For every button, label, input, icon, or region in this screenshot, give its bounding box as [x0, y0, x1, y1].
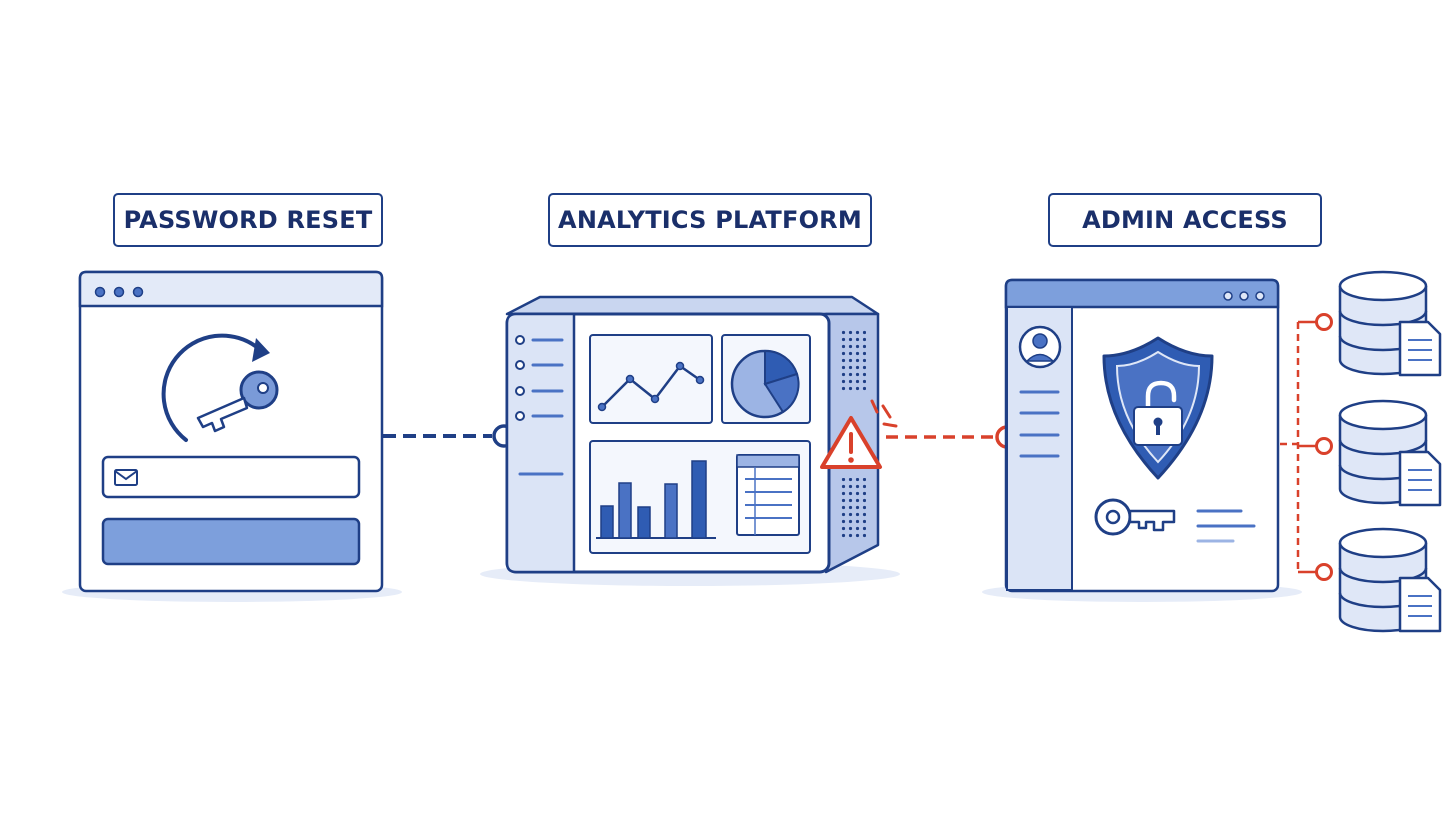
server-top-face — [505, 295, 880, 316]
window-titlebar — [78, 270, 384, 308]
connector-reset-to-analytics — [383, 424, 516, 448]
connector-node — [1315, 563, 1333, 581]
server-sidebar — [505, 312, 576, 574]
pie-chart-icon — [721, 334, 811, 424]
email-input[interactable] — [101, 455, 361, 499]
window-titlebar — [1004, 278, 1280, 309]
connector-admin-to-databases — [1280, 313, 1333, 581]
vent-grille — [840, 330, 866, 392]
warning-icon — [820, 399, 898, 469]
reset-arrow-icon — [161, 333, 270, 442]
window-controls-icon — [1223, 291, 1265, 301]
mail-icon — [114, 469, 138, 486]
analytics-server — [505, 295, 880, 574]
document-icon — [1398, 320, 1442, 377]
line-chart-icon — [589, 334, 713, 424]
window-controls-icon — [94, 286, 144, 298]
shield-unlock-icon — [1102, 336, 1214, 480]
table-icon — [736, 454, 800, 536]
password-reset-label-text: PASSWORD RESET — [123, 206, 373, 234]
password-reset-window — [78, 270, 384, 593]
admin-access-label-text: ADMIN ACCESS — [1082, 206, 1288, 234]
analytics-platform-label-text: ANALYTICS PLATFORM — [558, 206, 862, 234]
admin-access-label: ADMIN ACCESS — [1048, 193, 1322, 247]
document-icon — [1398, 450, 1442, 507]
connector-node — [1315, 437, 1333, 455]
admin-sidebar-menu — [1019, 390, 1060, 458]
admin-access-window — [1004, 278, 1280, 593]
connector-analytics-to-admin — [886, 425, 1019, 449]
connector-node — [1315, 313, 1333, 331]
user-avatar-icon — [1018, 325, 1062, 369]
document-icon — [1398, 576, 1442, 633]
key-icon — [1094, 498, 1176, 536]
sidebar-menu — [515, 335, 564, 476]
analytics-platform-label: ANALYTICS PLATFORM — [548, 193, 872, 247]
submit-button[interactable] — [101, 517, 361, 566]
password-reset-label: PASSWORD RESET — [113, 193, 383, 247]
detail-lines — [1196, 509, 1256, 543]
vent-grille — [840, 478, 866, 540]
key-icon — [196, 370, 279, 433]
